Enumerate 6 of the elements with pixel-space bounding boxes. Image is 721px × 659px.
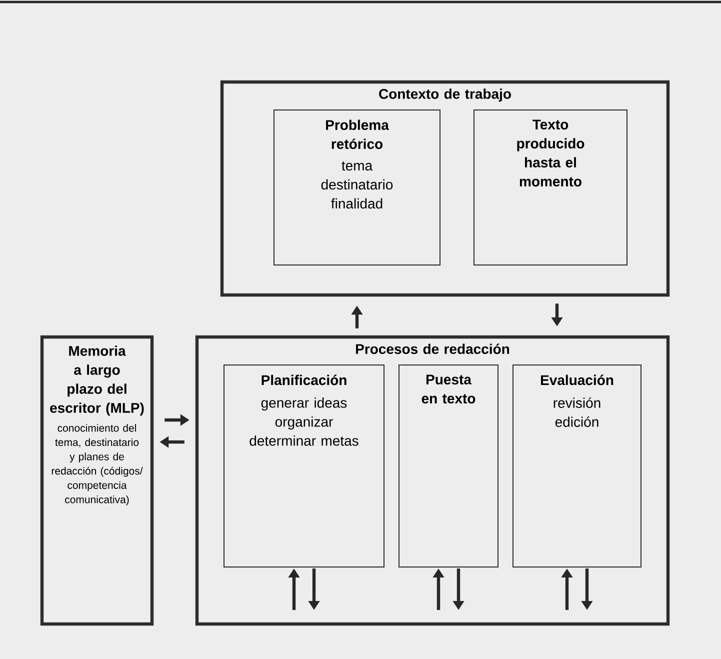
panel-box: Memoria a largo plazo del escritor (MLP) conocimiento del tema, destinatario y planes de redacción (códigos/ competencia comunicativa) xyxy=(40,335,154,626)
text-box: Puesta en texto xyxy=(398,364,498,568)
text-box: Planificación generar ideas organizar determinar metas xyxy=(224,364,384,568)
text-box: Evaluación revisión edición xyxy=(512,364,642,568)
text-box: Texto producido hasta el momento xyxy=(474,110,628,266)
text-box: Problema retórico tema destinatario finalidad xyxy=(274,110,440,266)
